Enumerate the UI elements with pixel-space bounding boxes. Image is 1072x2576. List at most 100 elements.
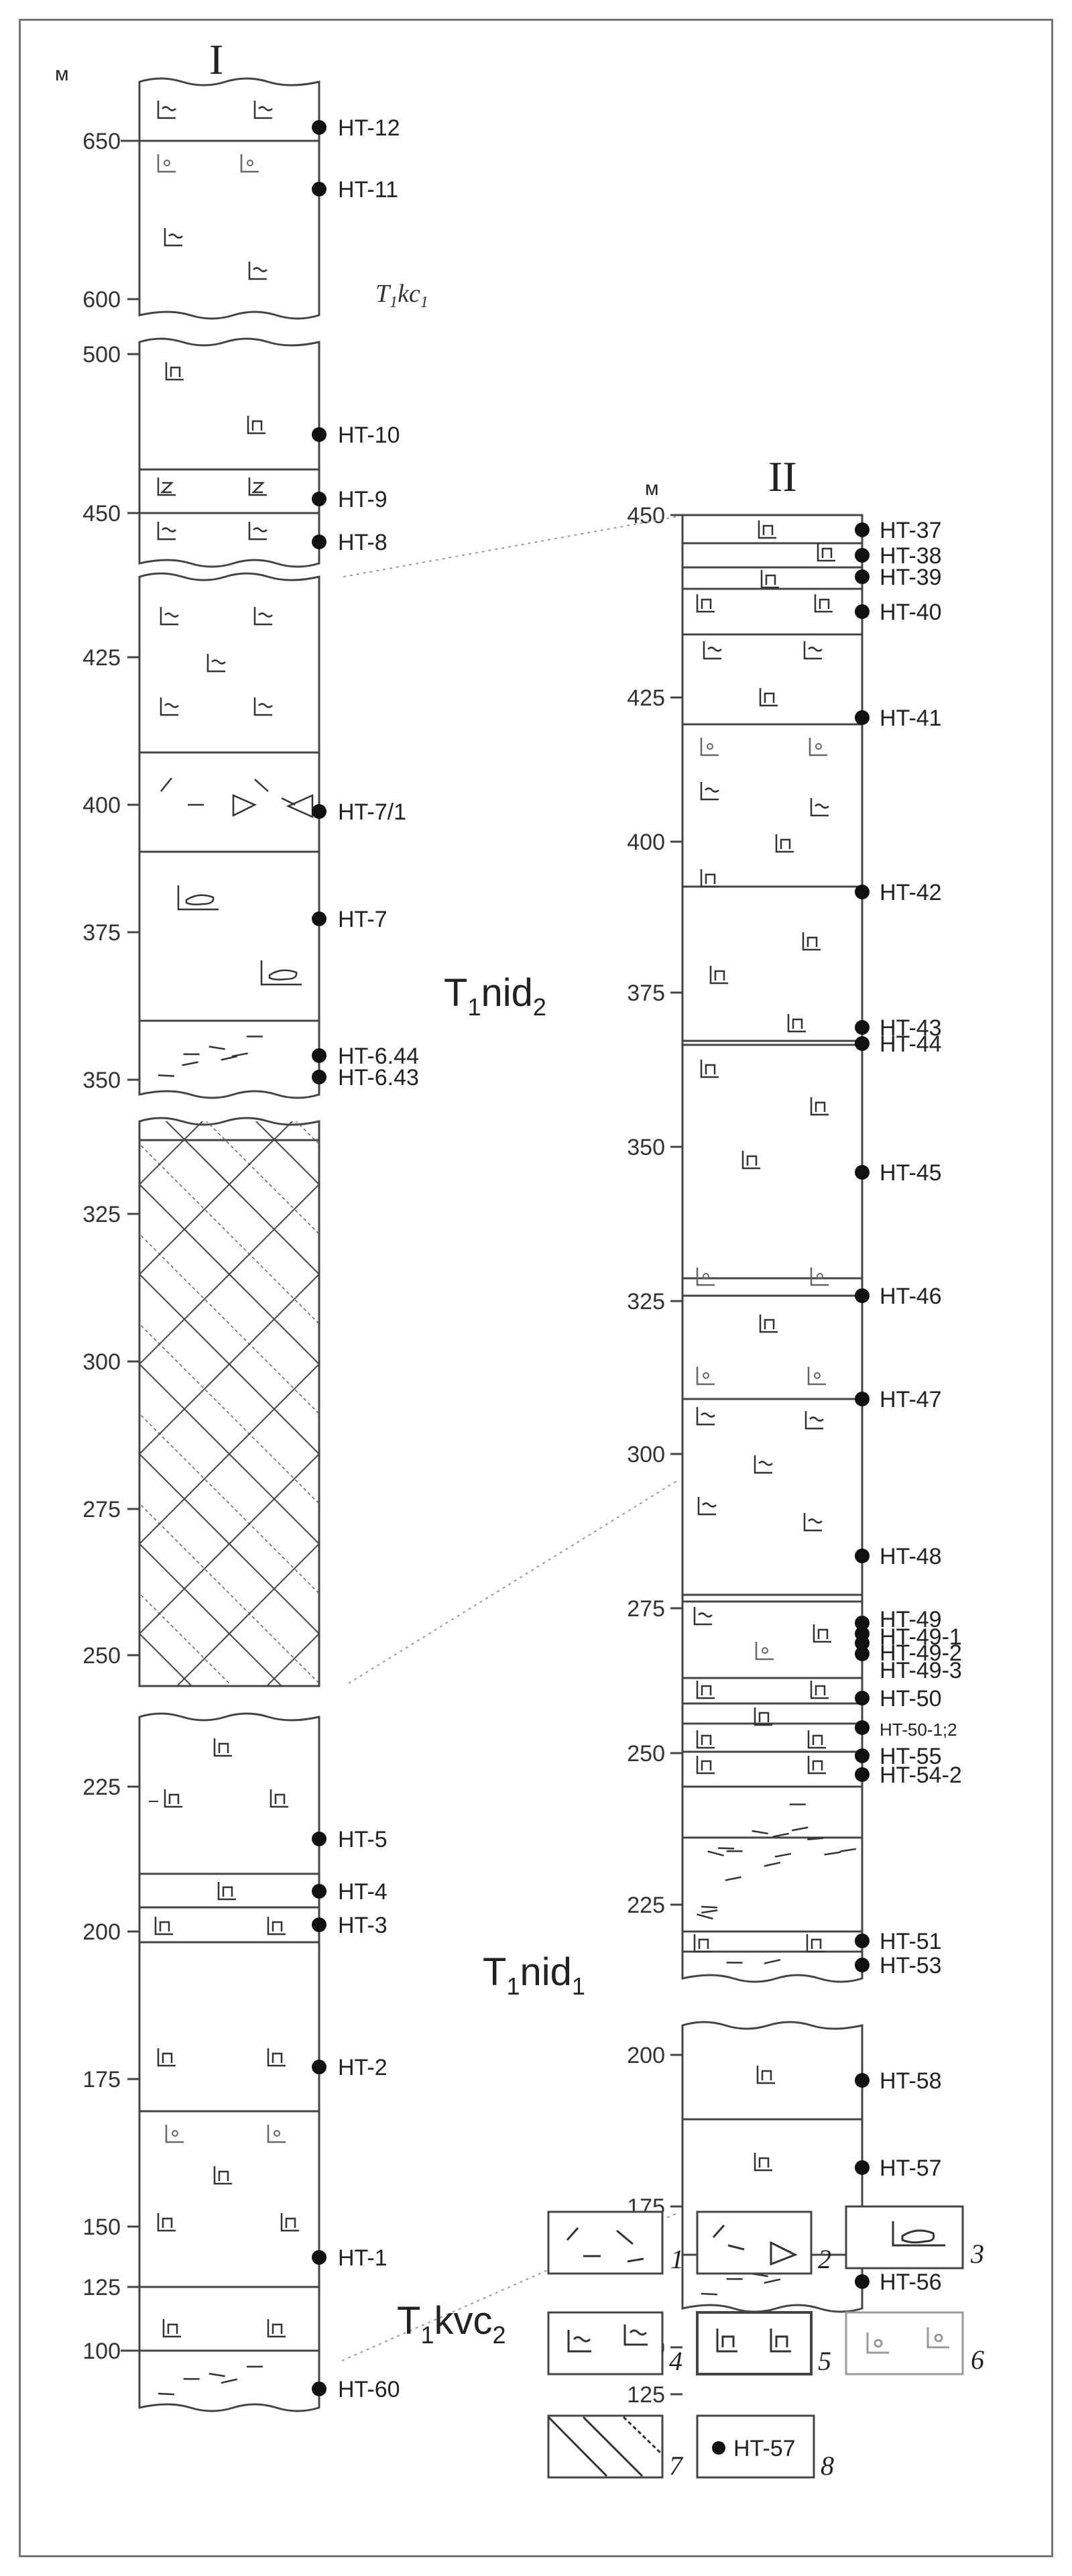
hatch-line [359,1184,449,1274]
wave-symbol [160,607,179,626]
hatch-line [858,1184,948,1274]
axis-tick-label: 275 [627,1596,665,1622]
bracket-symbol [810,1097,829,1116]
hatch-line [589,1634,678,1724]
hatch-line [499,1364,589,1454]
hatch-line [589,1454,678,1544]
bracket-symbol [696,1756,715,1775]
strat-label-kvc2: T1kvc2 [397,2299,506,2349]
hatch-line [409,1364,499,1454]
sample-marker [312,1884,326,1899]
hatch-line [0,1095,50,1184]
sample-label: HT-60 [338,2377,400,2402]
dash-texture [718,1847,735,1850]
hatch-line [139,1233,180,1275]
legend-item-2: 2 [696,2210,831,2275]
dash-texture [701,1909,718,1914]
sample-label: HT-39 [880,565,942,590]
hatch-line [1038,1544,1072,1634]
column-I-segment-top [138,77,320,320]
dash-texture [764,1959,781,1964]
dash-texture [221,2378,238,2384]
axis-tick-label: 425 [82,645,121,671]
dash-texture [752,1830,768,1835]
hatch-line [948,1454,1038,1544]
bracket-symbol [700,869,719,888]
bracket-symbol [213,1738,232,1757]
axis-tick-label: 425 [627,685,665,711]
sample-label: HT-11 [338,177,398,203]
axis-tick-label: 450 [82,501,121,526]
column-I-segment-upper [138,337,320,568]
sample-label: HT-9 [338,487,388,512]
hatch-line [318,1274,319,1276]
legend-number-8: 8 [821,2451,834,2481]
dash-texture [158,1074,174,1077]
circle-symbol [274,2130,280,2137]
bracket-symbol [813,1624,831,1643]
axis-tick-label: 600 [82,287,121,313]
axis-tick-label: 325 [82,1202,121,1227]
bracket-symbol [696,1681,715,1699]
hatch-line [409,1454,499,1544]
hatch-line [269,1453,319,1505]
hatch-line [50,1095,139,1184]
axis-tick-label: 375 [627,981,665,1006]
hatch-line [318,1273,319,1274]
hatch-line [858,1184,948,1274]
axis-tick-label: 300 [82,1349,121,1375]
axis-tick-label: 500 [82,342,121,368]
dash-texture [209,1046,225,1050]
bracket-symbol [758,520,776,539]
hatch-line [229,1543,319,1634]
sample-marker [855,1748,870,1763]
bracket-symbol [247,416,265,435]
legend-item-6: 6 [845,2311,984,2375]
hatch-line [1038,1095,1072,1184]
bracket-symbol [217,1882,236,1901]
sample-marker [312,1917,326,1932]
wave-symbol [160,697,179,716]
axis-tick-label: 175 [82,2067,121,2092]
hatch-line [589,1184,678,1274]
bracket-symbol [164,1789,182,1808]
axis-tick-label: 400 [82,793,121,818]
hatch-line [139,1121,204,1185]
sample-label: HT-10 [338,423,400,448]
column-I-segment-middle [138,572,320,1099]
hatch-line [0,1274,50,1364]
hatch-line [589,1454,678,1544]
dash-texture [764,1861,781,1867]
hatch-line [0,1095,90,1184]
circle-symbol [703,1273,709,1280]
hatch-line [499,1454,589,1544]
sample-marker [855,1646,870,1661]
hatch-line [139,1274,230,1365]
hatch-line [988,1274,1072,1364]
sample-marker [855,1020,870,1035]
hatch-line [499,1634,589,1724]
sample-marker [855,885,870,899]
circle-symbol [703,1372,709,1379]
hatch-line [1038,1274,1072,1364]
circle-symbol [240,154,259,173]
bracket-symbol [154,1917,173,1936]
hatch-line [139,1544,140,1545]
circle-symbol [157,154,176,173]
hatch-line [139,1453,140,1454]
hatch-line [409,1634,499,1724]
hatch-line [139,1183,140,1184]
bracket-symbol [270,1789,288,1808]
hatch-line [409,1095,499,1184]
hatch-line [0,1095,50,1184]
circle-symbol [172,2130,178,2137]
hatch-line [176,1633,230,1686]
hatch-line [139,1364,140,1365]
circle-symbol [762,1647,768,1654]
wave-symbol [696,1407,715,1426]
hatch-line [948,1544,1038,1634]
hatch-line [499,1544,589,1634]
hatch-line [179,1363,270,1455]
bracket-symbol [754,1707,772,1726]
